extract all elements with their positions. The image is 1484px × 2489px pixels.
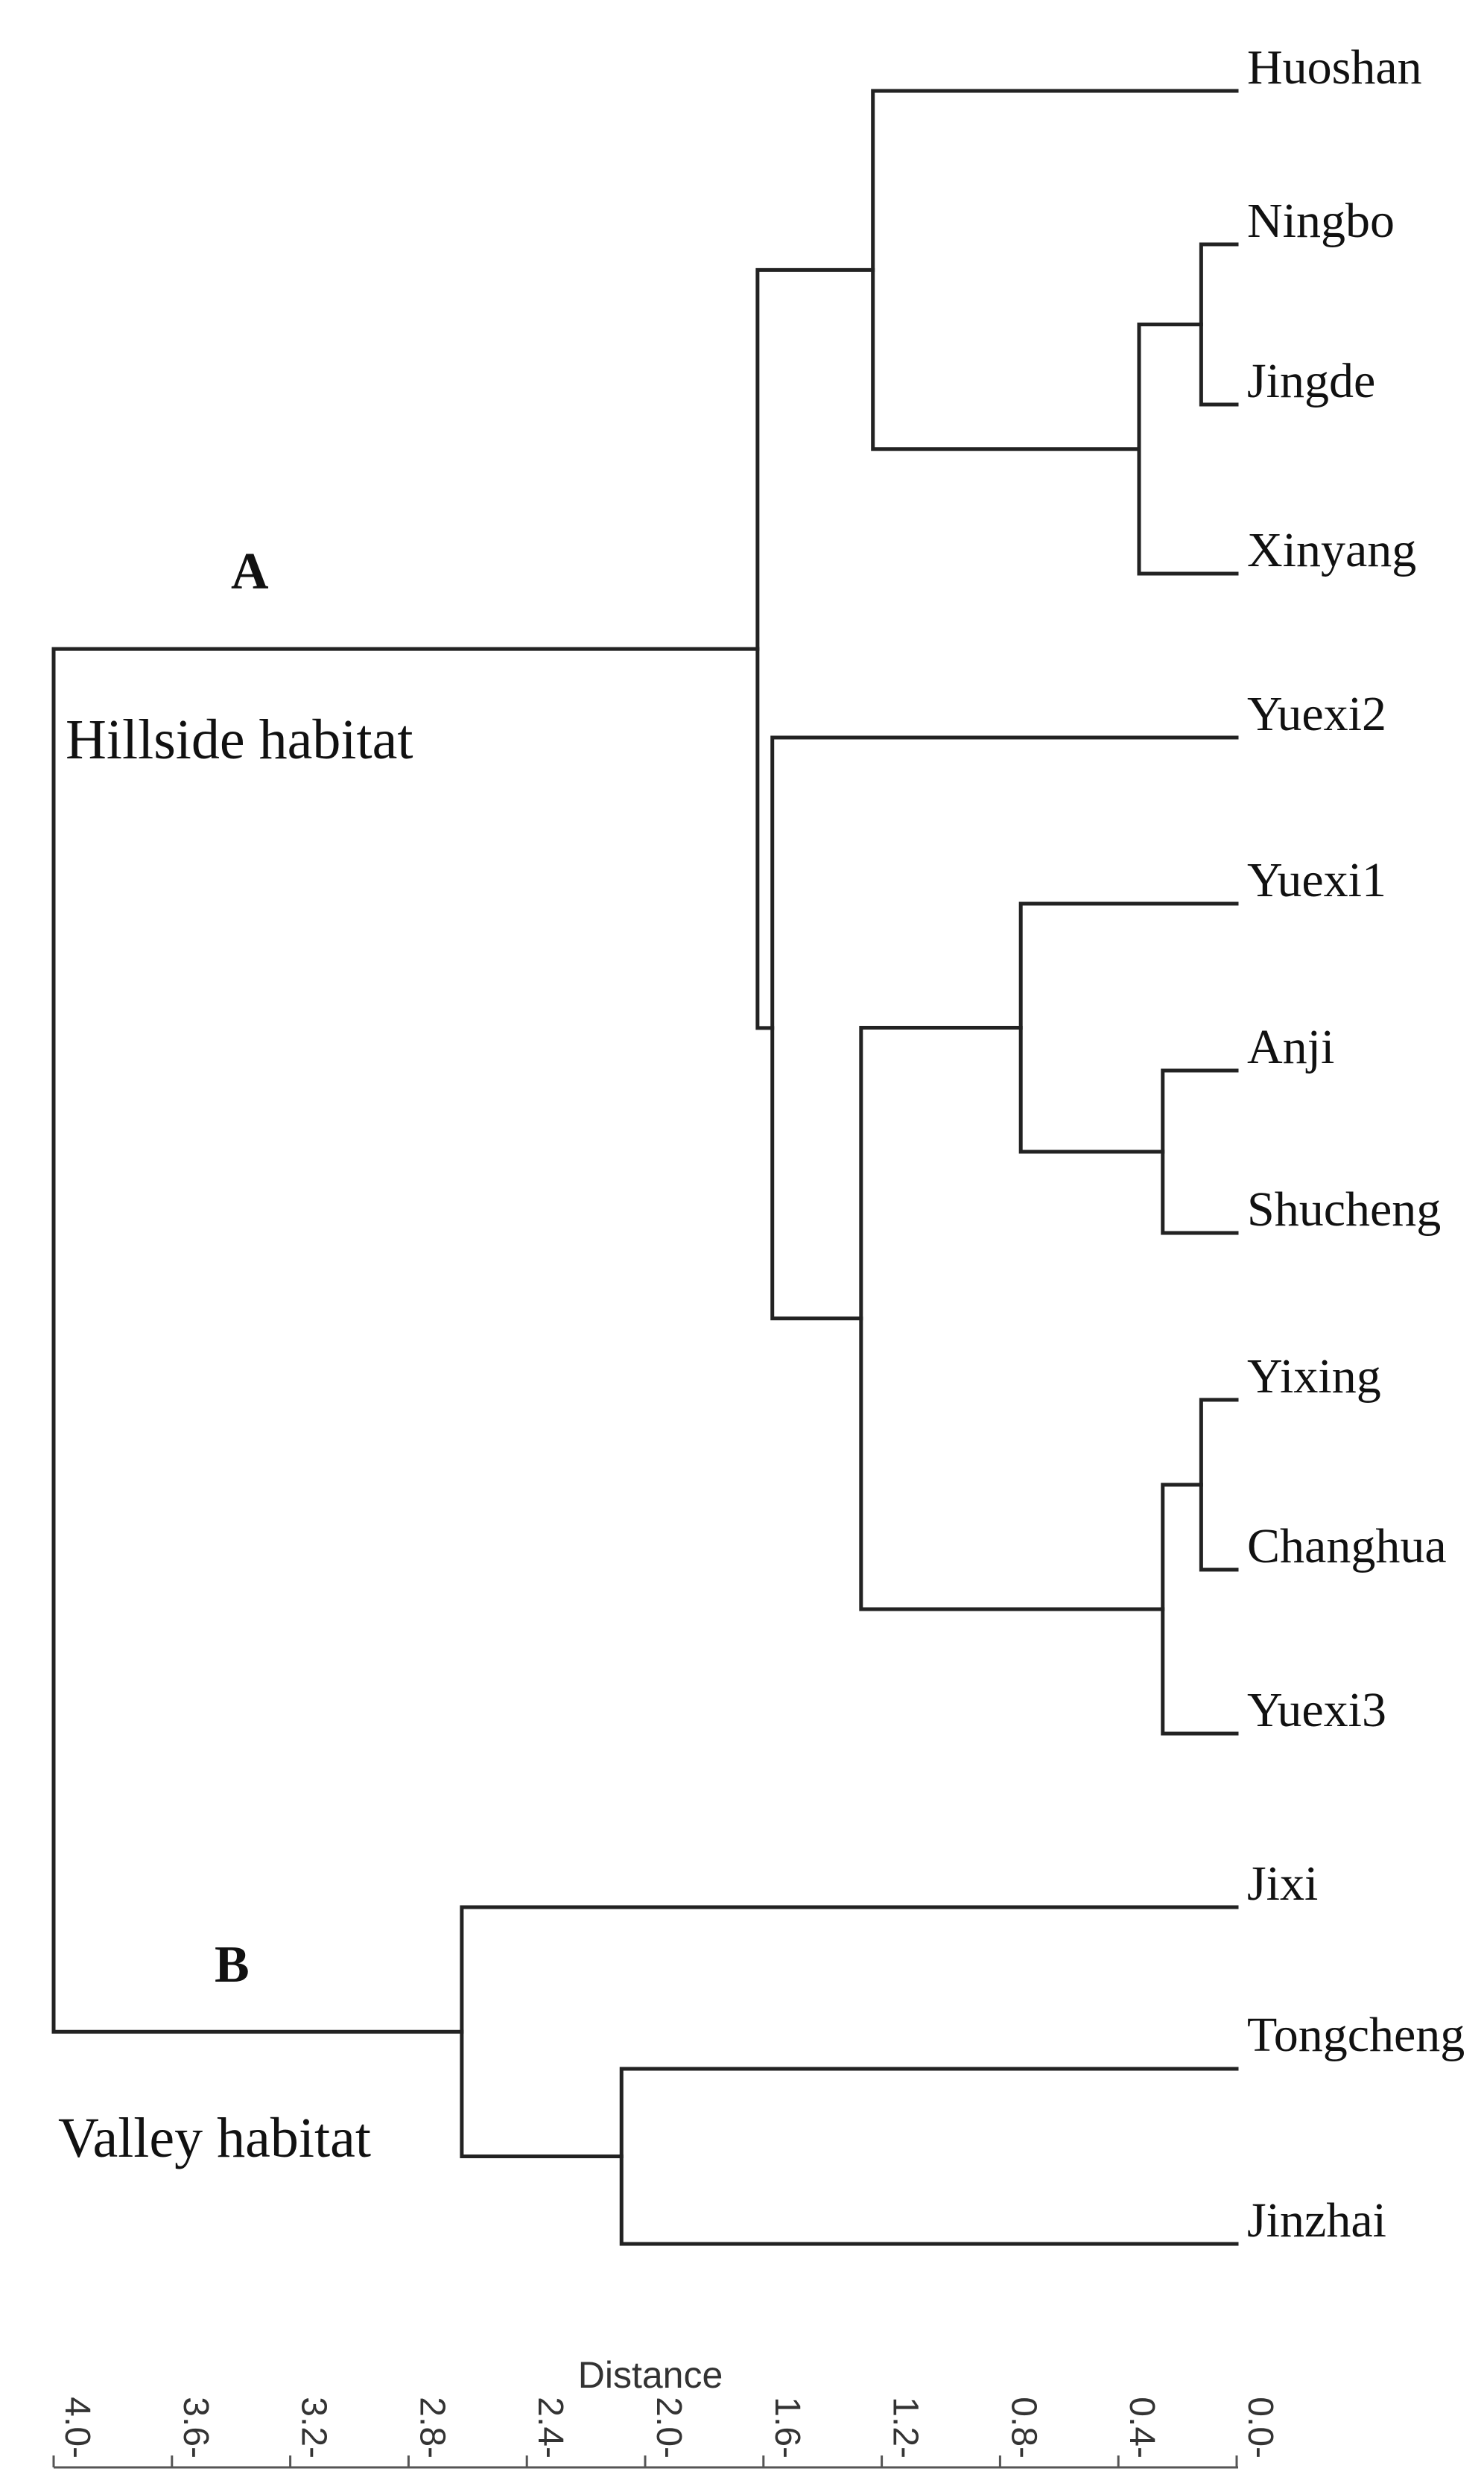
leaf-label-tongcheng: Tongcheng	[1247, 2008, 1465, 2062]
leaf-label-anji: Anji	[1247, 1020, 1334, 1074]
branch-merge-12	[460, 1905, 1239, 2158]
axis-tick-label-8: 0.8-	[1003, 2397, 1043, 2458]
axis-tick-label-10: 0.0-	[1240, 2397, 1280, 2458]
leaf-label-yuexi1: Yuexi1	[1247, 853, 1386, 907]
axis-tick-label-2: 3.2-	[294, 2397, 334, 2458]
branch-merge-7	[871, 89, 1239, 451]
leaf-label-jixi: Jixi	[1247, 1857, 1318, 1911]
leaf-label-yixing: Yixing	[1247, 1349, 1381, 1404]
axis-tick-label-6: 1.6-	[767, 2397, 807, 2458]
axis-tick-label-7: 1.2-	[886, 2397, 925, 2458]
leaf-label-changhua: Changhua	[1247, 1519, 1447, 1573]
leaf-label-shucheng: Shucheng	[1247, 1182, 1441, 1237]
group-b-letter: B	[215, 1936, 250, 1994]
axis-tick-label-3: 2.8-	[412, 2397, 451, 2458]
branch-merge-8	[859, 1026, 1165, 1611]
axis-title: Distance	[578, 2354, 723, 2396]
axis-tick-label-4: 2.4-	[530, 2397, 570, 2458]
leaf-label-yuexi3: Yuexi3	[1247, 1683, 1386, 1737]
branch-merge-2	[1199, 1398, 1239, 1572]
leaf-labels: HuoshanNingboJingdeXinyangYuexi2Yuexi1An…	[1247, 40, 1465, 2248]
group-a-letter: A	[231, 543, 269, 600]
branch-merge-5	[1137, 323, 1239, 576]
branch-merge-3	[1161, 1068, 1239, 1235]
dendrogram-branches	[51, 89, 1239, 2246]
axis-tick-label-1: 3.6-	[176, 2397, 215, 2458]
leaf-label-yuexi2: Yuexi2	[1247, 687, 1386, 741]
branch-merge-13	[51, 647, 760, 2034]
leaf-label-jinzhai: Jinzhai	[1247, 2193, 1386, 2248]
axis-tick-label-0: 4.0-	[57, 2397, 97, 2458]
leaf-label-ningbo: Ningbo	[1247, 194, 1395, 248]
leaf-label-jingde: Jingde	[1247, 354, 1375, 408]
leaf-label-xinyang: Xinyang	[1247, 523, 1416, 577]
leaf-label-huoshan: Huoshan	[1247, 40, 1422, 95]
axis-tick-label-5: 2.0-	[649, 2397, 688, 2458]
branch-merge-6	[1018, 901, 1239, 1154]
group-b-name: Valley habitat	[58, 2107, 371, 2169]
branch-merge-10	[755, 267, 875, 1030]
branch-merge-11	[619, 2067, 1239, 2246]
axis-tick-label-9: 0.4-	[1122, 2397, 1161, 2458]
branch-merge-1	[1199, 242, 1239, 407]
group-a-name: Hillside habitat	[66, 708, 413, 771]
axis-ticks: 4.0- 3.6- 3.2- 2.8- 2.4- 2.0- 1.6- 1.2- 0.8- 0.4-…	[52, 2397, 1280, 2467]
distance-axis: Distance 4.0- 3.6- 3.2- 2.8- 2.4- 2.0- 1.6- 1.2…	[52, 2354, 1280, 2469]
